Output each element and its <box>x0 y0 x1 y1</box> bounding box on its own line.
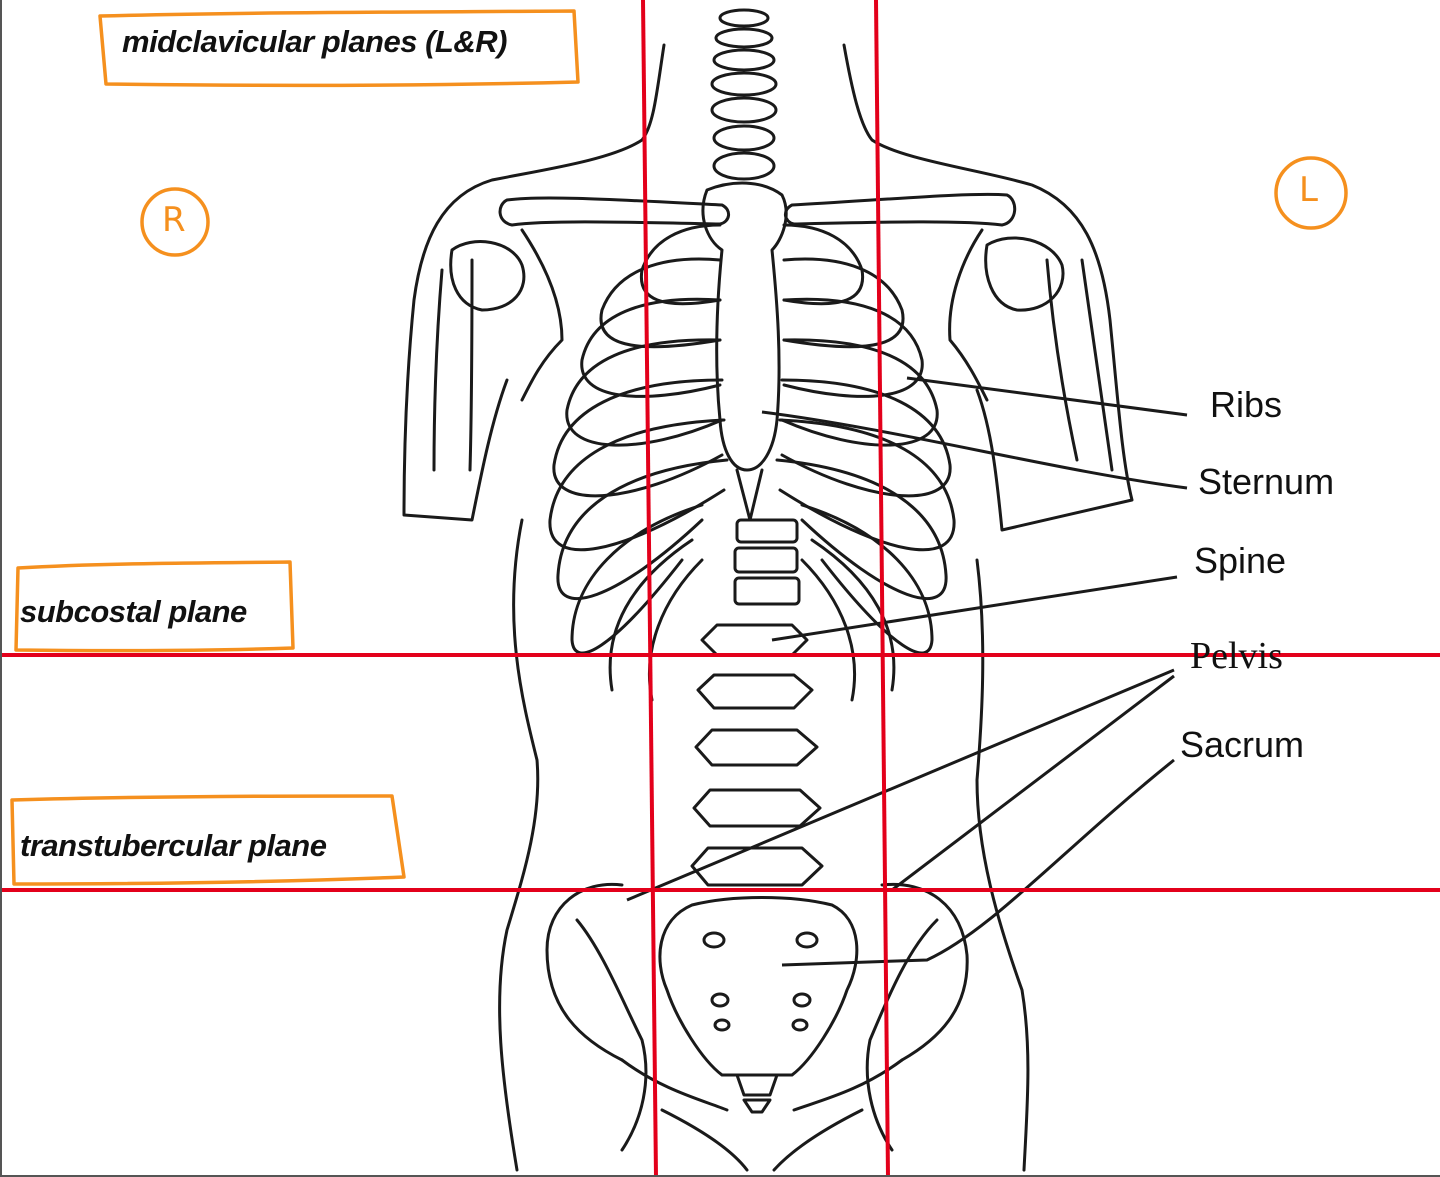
ribs-label: Ribs <box>1210 384 1283 425</box>
ribs-left <box>775 223 956 702</box>
ilium-inner-right <box>575 918 648 1152</box>
body-outline-left <box>842 43 1134 532</box>
subcostal-tag-box <box>14 560 295 653</box>
shoulder-joint-left <box>984 236 1065 312</box>
scapula-left <box>948 228 989 402</box>
upper-arm-right <box>432 258 474 472</box>
sacral-foramen <box>795 931 819 949</box>
sacral-foramen <box>702 931 726 949</box>
leader-pelvis-2 <box>891 674 1175 892</box>
sacral-foramen <box>792 992 812 1008</box>
leader-pelvis-1 <box>626 668 1175 902</box>
torso-side-right <box>498 518 540 1172</box>
pelvic-brim <box>620 1058 904 1112</box>
shoulder-joint-right <box>449 240 526 312</box>
midclavicular-planes-label: midclavicular planes (L&R) <box>122 24 507 59</box>
sternum-label: Sternum <box>1198 461 1335 502</box>
torso-side-left <box>975 558 1030 1172</box>
left-side-marker: L <box>1299 170 1318 210</box>
clavicle-right <box>498 196 730 227</box>
midclavicular-plane-left-line <box>874 0 890 1175</box>
ilium-inner-left <box>865 918 939 1152</box>
leader-ribs <box>906 376 1188 417</box>
transtubercular-tag-box <box>10 794 406 886</box>
leader-spine <box>771 575 1178 642</box>
xiphoid <box>735 468 764 522</box>
sacrum-label: Sacrum <box>1180 724 1305 765</box>
midclavicular-tag-box <box>98 9 580 88</box>
ribs-right <box>548 223 729 702</box>
midclavicular-plane-right-line <box>641 0 658 1175</box>
iliac-crest-left <box>880 882 969 1062</box>
scapula-right <box>520 228 564 402</box>
thoracic-vertebrae <box>733 518 801 606</box>
sacral-foramen <box>710 992 730 1008</box>
clavicle-left <box>784 192 1017 227</box>
sacrum <box>658 896 859 1077</box>
sacral-foramen <box>791 1018 809 1032</box>
coccyx <box>735 1073 779 1114</box>
pelvis-label: Pelvis <box>1190 635 1283 677</box>
upper-arm-left <box>1045 258 1114 472</box>
spine-label: Spine <box>1194 540 1287 581</box>
right-side-marker: R <box>162 200 186 240</box>
leader-sternum <box>761 410 1188 490</box>
sternum <box>701 181 788 472</box>
transtubercular-plane-label: transtubercular plane <box>20 828 327 863</box>
pubic-arch <box>660 1108 864 1172</box>
left-side-marker-circle <box>1274 156 1348 230</box>
subcostal-plane-label: subcostal plane <box>20 594 247 629</box>
cervical-vertebrae <box>710 8 778 181</box>
body-outline-right <box>402 43 666 522</box>
right-side-marker-circle <box>140 187 210 257</box>
sacral-foramen <box>713 1018 731 1032</box>
